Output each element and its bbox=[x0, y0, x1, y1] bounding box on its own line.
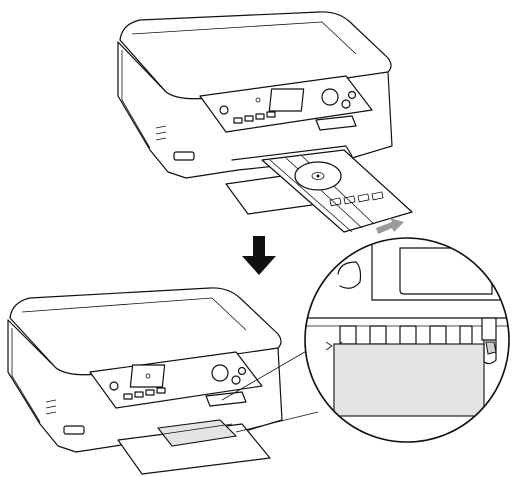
printer-top-start-button bbox=[341, 99, 351, 109]
printer-bottom-indicator bbox=[145, 373, 151, 379]
cd-tray-bottom-edge bbox=[149, 423, 233, 437]
zoom-circle-border bbox=[304, 237, 510, 443]
printer-bottom-side-edge bbox=[11, 328, 41, 423]
zoom-leader-lower bbox=[235, 411, 319, 433]
printer-top-side-edge bbox=[121, 50, 151, 149]
zoom-guide-tabs bbox=[339, 325, 473, 345]
printer-bottom-lcd bbox=[129, 364, 166, 388]
zoom-magnifier bbox=[304, 237, 510, 443]
cd-tray-top-slots bbox=[329, 191, 384, 207]
printer-top-card-slot bbox=[315, 115, 357, 131]
printer-top-dpad bbox=[321, 88, 339, 106]
zoom-right-guide bbox=[483, 339, 497, 365]
printer-top-lid-ridge bbox=[131, 21, 357, 55]
zoom-housing-window bbox=[399, 247, 493, 295]
printer-bottom-vent bbox=[45, 399, 57, 415]
printer-bottom bbox=[7, 287, 283, 475]
printer-bottom-lid-ridge bbox=[21, 297, 247, 331]
zoom-housing-left-arc bbox=[337, 261, 362, 289]
cd-disc-hub bbox=[311, 171, 325, 180]
zoom-housing-top-frame bbox=[305, 238, 501, 301]
printer-top-indicator bbox=[255, 97, 261, 103]
printer-bottom-logo-plate bbox=[63, 425, 85, 435]
printer-top-panel-keys bbox=[233, 111, 276, 124]
printer-top-power-button bbox=[219, 105, 229, 115]
printer-bottom-start-button bbox=[231, 375, 241, 385]
insert-direction-arrow bbox=[376, 218, 404, 234]
zoom-cd-tray bbox=[333, 343, 485, 417]
zoom-detail bbox=[305, 238, 509, 417]
printer-top-output-slot bbox=[231, 145, 353, 161]
printer-top-vent bbox=[155, 125, 167, 141]
printer-top-logo-plate bbox=[173, 151, 195, 161]
printer-bottom-card-slot bbox=[205, 391, 247, 407]
printer-bottom-dpad bbox=[211, 364, 229, 382]
printer-top-stop-button bbox=[347, 90, 357, 100]
zoom-right-clip bbox=[485, 341, 497, 355]
cd-tray-top bbox=[225, 149, 413, 234]
printer-top bbox=[117, 11, 393, 179]
step-down-arrow bbox=[242, 236, 276, 275]
printer-bottom-panel-keys bbox=[123, 387, 166, 400]
printer-bottom-power-button bbox=[109, 381, 119, 391]
cd-disc-hole bbox=[316, 174, 320, 178]
printer-top-lcd bbox=[268, 88, 305, 112]
printer-bottom-stop-button bbox=[237, 366, 247, 376]
zoom-right-latch bbox=[481, 317, 497, 341]
zoom-alignment-mark-left bbox=[325, 341, 333, 351]
